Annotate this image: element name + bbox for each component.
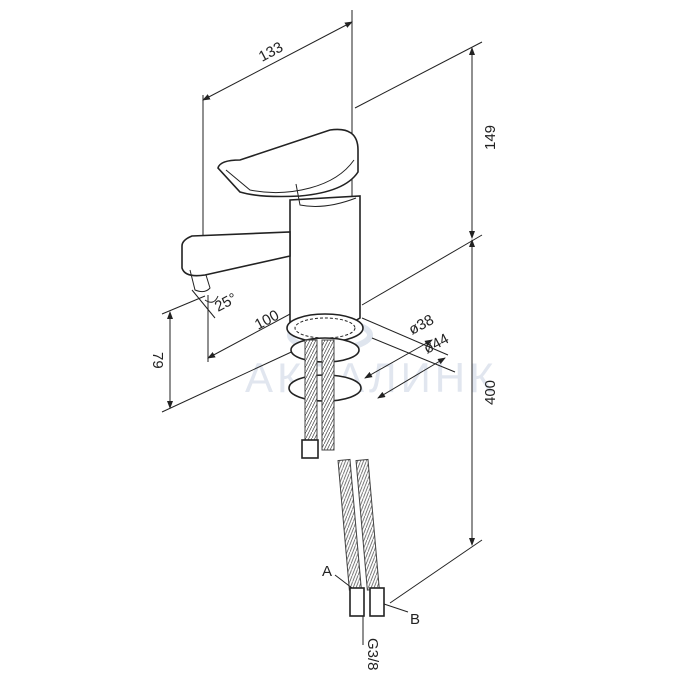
svg-text:100: 100 xyxy=(252,307,282,334)
svg-text:ø38: ø38 xyxy=(406,311,437,338)
dimension-spout-angle: 25° xyxy=(191,289,240,319)
svg-text:АКВАЛИНК: АКВАЛИНК xyxy=(245,354,498,401)
svg-text:400: 400 xyxy=(482,380,499,405)
watermark: АКВАЛИНК xyxy=(245,318,498,401)
supply-hoses xyxy=(301,339,385,645)
svg-text:B: B xyxy=(410,611,420,628)
faucet-body xyxy=(181,128,361,331)
dimension-spout-height: 79 xyxy=(149,295,301,413)
dimension-hose-length: 400 xyxy=(389,239,499,604)
svg-text:133: 133 xyxy=(256,39,286,66)
svg-text:G3/8: G3/8 xyxy=(364,638,381,671)
dimension-body-height: 149 xyxy=(354,41,499,306)
svg-text:79: 79 xyxy=(149,352,166,369)
svg-text:25°: 25° xyxy=(212,290,240,316)
svg-text:A: A xyxy=(322,563,332,580)
svg-text:149: 149 xyxy=(482,125,499,150)
hose-labels: A B G3/8 xyxy=(322,563,420,671)
